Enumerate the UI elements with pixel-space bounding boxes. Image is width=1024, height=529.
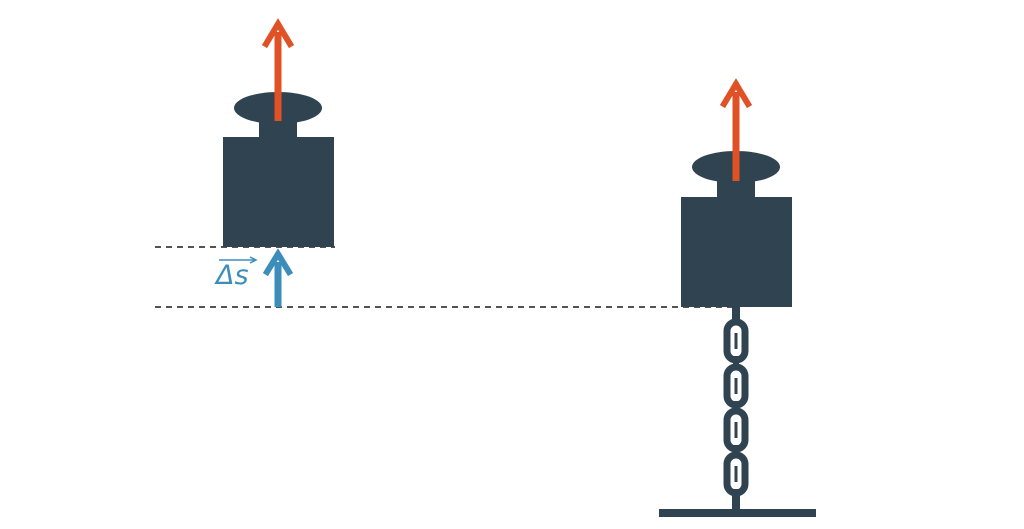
right-weight <box>681 151 792 307</box>
right-weight-body <box>681 197 792 307</box>
right-force-arrow <box>719 78 753 181</box>
left-weight <box>223 92 334 247</box>
displacement-label: Δs <box>216 260 249 291</box>
vector-arrow-icon <box>219 256 258 264</box>
chain <box>723 307 749 512</box>
left-force-arrow <box>261 18 295 121</box>
left-weight-body <box>223 137 334 247</box>
displacement-arrow <box>262 248 294 307</box>
ground-bar <box>659 509 816 517</box>
